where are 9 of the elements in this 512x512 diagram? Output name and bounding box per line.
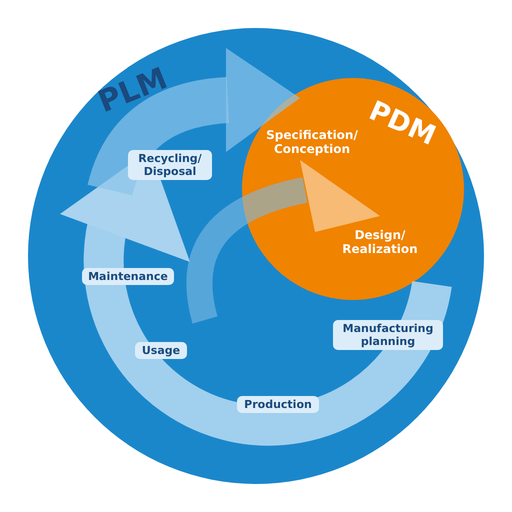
stage-label: Maintenance (82, 268, 174, 286)
plm-title: PLM (92, 60, 174, 122)
stage-text: Specification/ Conception (265, 128, 359, 157)
pdm-title: PDM (363, 94, 442, 154)
stage-label: Recycling/ Disposal (128, 150, 212, 180)
stage-label: Usage (135, 342, 187, 360)
stage-text: Design/ Realization (341, 228, 419, 257)
stage-label: Production (237, 396, 319, 414)
stage-label: Manufacturing planning (333, 320, 443, 350)
